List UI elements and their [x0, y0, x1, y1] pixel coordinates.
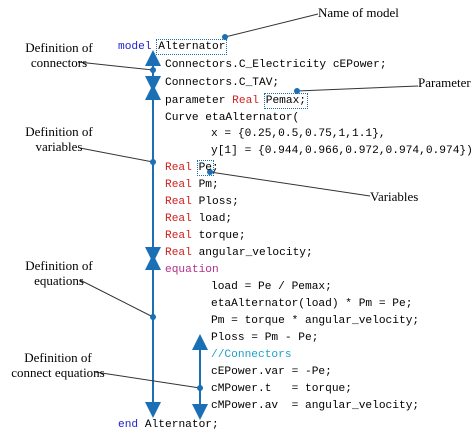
var-pointer-line	[209, 171, 371, 197]
label-definition-of-connectors: Definition of connectors	[14, 40, 104, 70]
parameter-pointer-dot	[294, 88, 300, 94]
variable-1-name: Pe	[196, 160, 215, 176]
var-pointer-dot	[207, 169, 213, 175]
parameter-name: Pemax;	[263, 93, 309, 109]
code-connect-2: cMPower.t = torque;	[211, 383, 352, 395]
variable-6-type: Real	[165, 247, 192, 259]
code-variable-6: Real angular_velocity;	[165, 246, 313, 261]
connectors-pointer-line	[77, 61, 154, 71]
variable-3-type: Real	[165, 196, 192, 208]
variable-5-type: Real	[165, 230, 192, 242]
code-equation-4: Ploss = Pm - Pe;	[211, 332, 319, 344]
label-definition-of-connect-equations-line-2: connect equations	[11, 365, 105, 380]
code-connect-3: cMPower.av = angular_velocity;	[211, 400, 420, 412]
variable-6-name: angular_velocity;	[198, 247, 313, 259]
label-definition-of-equations-line-1: Definition of	[25, 258, 93, 273]
end-name: Alternator;	[144, 419, 219, 431]
connectors-pointer-dot	[150, 67, 156, 73]
code-variable-3: Real Ploss;	[165, 195, 239, 210]
label-definition-of-connect-equations-line-1: Definition of	[24, 350, 92, 365]
parameter-keyword: parameter	[165, 95, 226, 107]
name-pointer-dot	[222, 34, 228, 40]
connect-pointer-dot	[197, 385, 203, 391]
label-variables: Variables	[370, 189, 419, 204]
variable-2-type: Real	[165, 179, 192, 191]
end-keyword: end	[118, 419, 139, 431]
label-definition-of-variables: Definition of variables	[14, 124, 104, 154]
variable-4-type: Real	[165, 213, 192, 225]
variable-1-semicolon: ;	[212, 162, 219, 174]
label-definition-of-connectors-line-2: connectors	[30, 55, 88, 70]
name-pointer-line	[224, 13, 319, 38]
variables-pointer-dot	[150, 159, 156, 165]
code-connector-line-1: Connectors.C_Electricity cEPower;	[165, 59, 387, 71]
label-definition-of-equations: Definition of equations	[14, 258, 104, 288]
equations-pointer-line	[79, 279, 154, 318]
code-connector-line-2: Connectors.C_TAV;	[165, 77, 280, 89]
variable-5-name: torque;	[198, 230, 246, 242]
code-curve-line: Curve etaAlternator(	[165, 112, 300, 124]
label-definition-of-equations-line-2: equations	[34, 273, 84, 288]
model-name: Alternator	[156, 39, 228, 55]
label-definition-of-connectors-line-1: Definition of	[25, 40, 93, 55]
parameter-type: Real	[232, 95, 260, 107]
code-model-line: model Alternator	[118, 39, 228, 55]
variable-2-name: Pm;	[198, 179, 219, 191]
code-variable-2: Real Pm;	[165, 178, 219, 193]
variable-3-name: Ploss;	[198, 196, 239, 208]
label-definition-of-variables-line-1: Definition of	[25, 124, 93, 139]
variables-pointer-line	[79, 147, 154, 163]
variable-1-type: Real	[165, 162, 192, 174]
label-definition-of-variables-line-2: variables	[35, 139, 83, 154]
label-parameter: Parameter	[418, 75, 471, 90]
connectors-comment: //Connectors	[211, 349, 292, 361]
code-equation-2: etaAlternator(load) * Pm = Pe;	[211, 298, 413, 310]
code-parameter-line: parameter Real Pemax;	[165, 93, 309, 109]
model-keyword: model	[118, 41, 152, 53]
code-equation-1: load = Pe / Pemax;	[211, 281, 332, 293]
code-variable-1: Real Pe;	[165, 160, 219, 176]
code-variable-4: Real load;	[165, 212, 232, 227]
code-end-line: end Alternator;	[118, 418, 219, 433]
equations-pointer-dot	[150, 314, 156, 320]
parameter-pointer-line	[296, 85, 419, 92]
code-curve-y: y[1] = {0.944,0.966,0.972,0.974,0.974});	[211, 145, 474, 157]
code-connect-1: cEPower.var = -Pe;	[211, 366, 332, 378]
equation-keyword: equation	[165, 264, 219, 276]
code-equation-3: Pm = torque * angular_velocity;	[211, 315, 420, 327]
variable-4-name: load;	[198, 213, 233, 225]
connect-pointer-line	[94, 371, 201, 389]
code-variable-5: Real torque;	[165, 229, 246, 244]
label-definition-of-connect-equations: Definition of connect equations	[2, 350, 114, 380]
code-curve-x: x = {0.25,0.5,0.75,1,1.1},	[211, 128, 386, 140]
label-name-of-model: Name of model	[318, 5, 399, 20]
